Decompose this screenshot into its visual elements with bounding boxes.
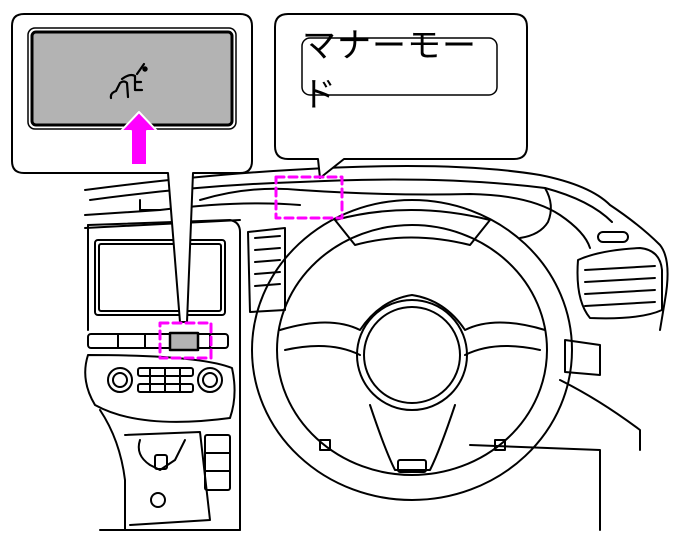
passenger-seat-person-icon xyxy=(109,62,148,100)
indicator-display xyxy=(30,30,234,127)
steering-wheel xyxy=(251,199,573,501)
callout-right xyxy=(274,13,528,179)
highlight-switch-area xyxy=(158,321,213,360)
highlight-meter-area xyxy=(274,175,344,220)
dashboard-outline xyxy=(84,165,669,531)
manner-mode-label: マナーモード xyxy=(302,25,477,115)
callout-left xyxy=(11,13,253,323)
up-arrow-icon xyxy=(120,111,158,166)
